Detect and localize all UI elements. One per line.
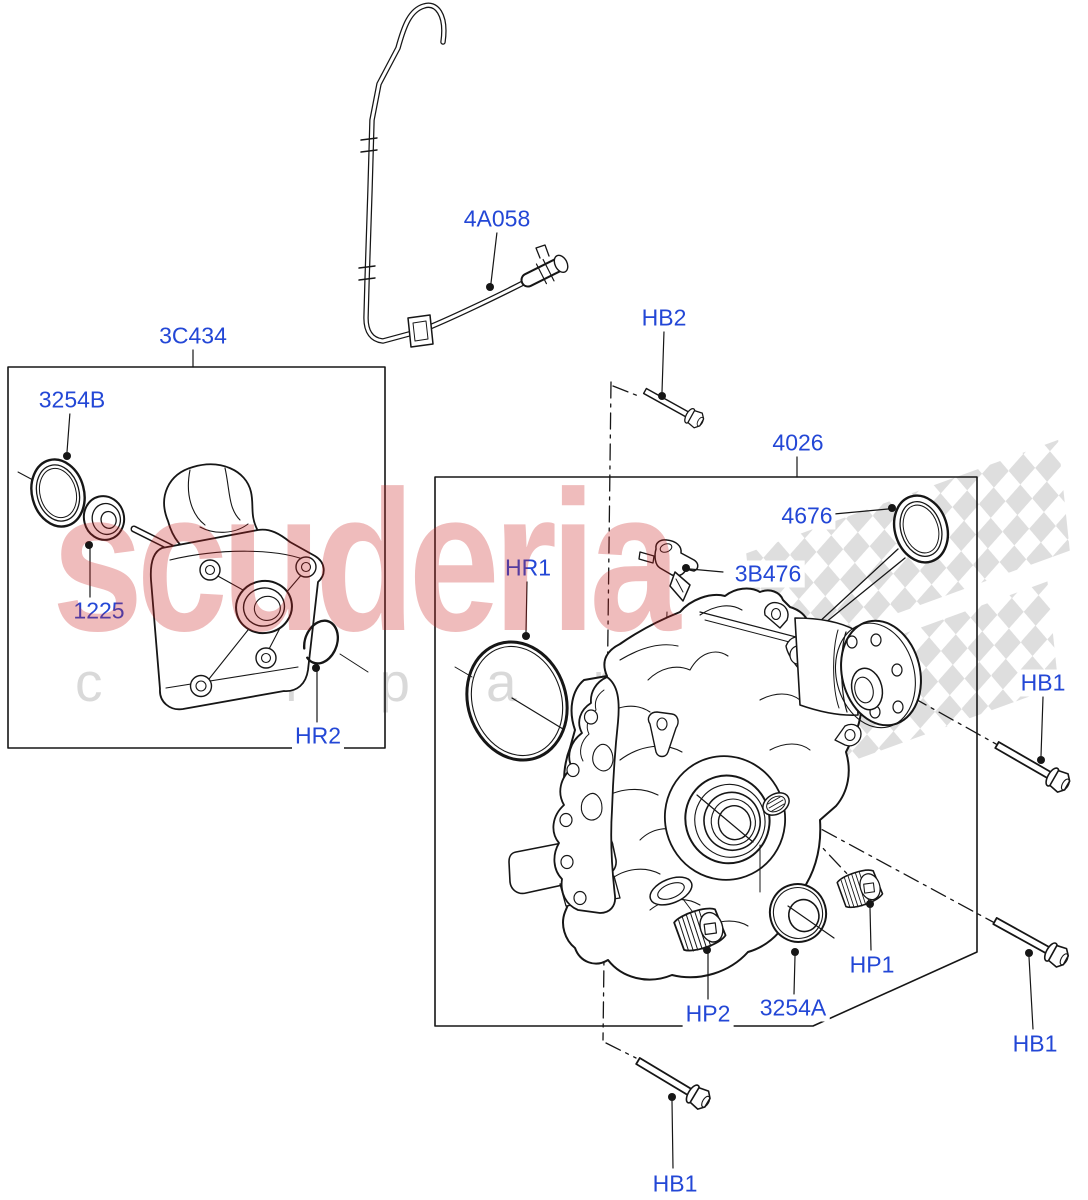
callout-HR1: HR1 (501, 554, 555, 582)
callout-HR2: HR2 (291, 722, 345, 750)
callout-HB1-bottom: HB1 (649, 1170, 701, 1198)
callout-HP1: HP1 (846, 951, 898, 979)
seal-3254b-drawing (30, 458, 86, 528)
callout-4676: 4676 (778, 502, 836, 530)
bolt-hb1-right-mid-drawing (994, 741, 1071, 793)
watermark-scuderia-text: scuderia (52, 450, 681, 673)
axle-case-group-box (434, 476, 978, 1027)
callout-3C434: 3C434 (156, 322, 230, 350)
callout-1225: 1225 (70, 597, 128, 625)
breather-valve-drawing (638, 539, 699, 602)
callout-HB1-right-mid: HB1 (1017, 669, 1069, 697)
callout-3254A: 3254A (756, 994, 830, 1022)
callout-HB2: HB2 (638, 304, 690, 332)
bearing-1225-drawing (82, 495, 126, 541)
bolt-hb1-bottom-drawing (635, 1057, 711, 1110)
vent-tube-drawing (358, 2, 569, 348)
bracket-group-box (7, 366, 386, 749)
callout-dots (63, 283, 1045, 1101)
snap-ring-hr2-drawing (303, 619, 339, 665)
callout-HB1-right-bottom: HB1 (1009, 1030, 1061, 1058)
callout-leaders (66, 231, 1044, 1169)
output-flange-drawing (834, 619, 922, 729)
tube-clip (407, 314, 434, 348)
callout-HP2: HP2 (682, 1000, 734, 1028)
axle-case-drawing (454, 494, 950, 981)
callout-4026: 4026 (769, 429, 827, 457)
o-ring-hr1-drawing (465, 640, 569, 762)
seal-4676-drawing (892, 494, 950, 564)
seal-3254a-drawing (768, 883, 835, 943)
callout-4A058: 4A058 (460, 205, 534, 233)
callout-3B476: 3B476 (731, 560, 805, 588)
bolt-hb2-drawing (642, 387, 705, 429)
bolt-hb1-right-bottom-drawing (992, 917, 1070, 968)
callout-3254B: 3254B (35, 386, 109, 414)
bracket-assembly-drawing (17, 458, 369, 711)
plug-hp2-drawing (673, 907, 727, 952)
plug-hp1-drawing (836, 869, 884, 909)
